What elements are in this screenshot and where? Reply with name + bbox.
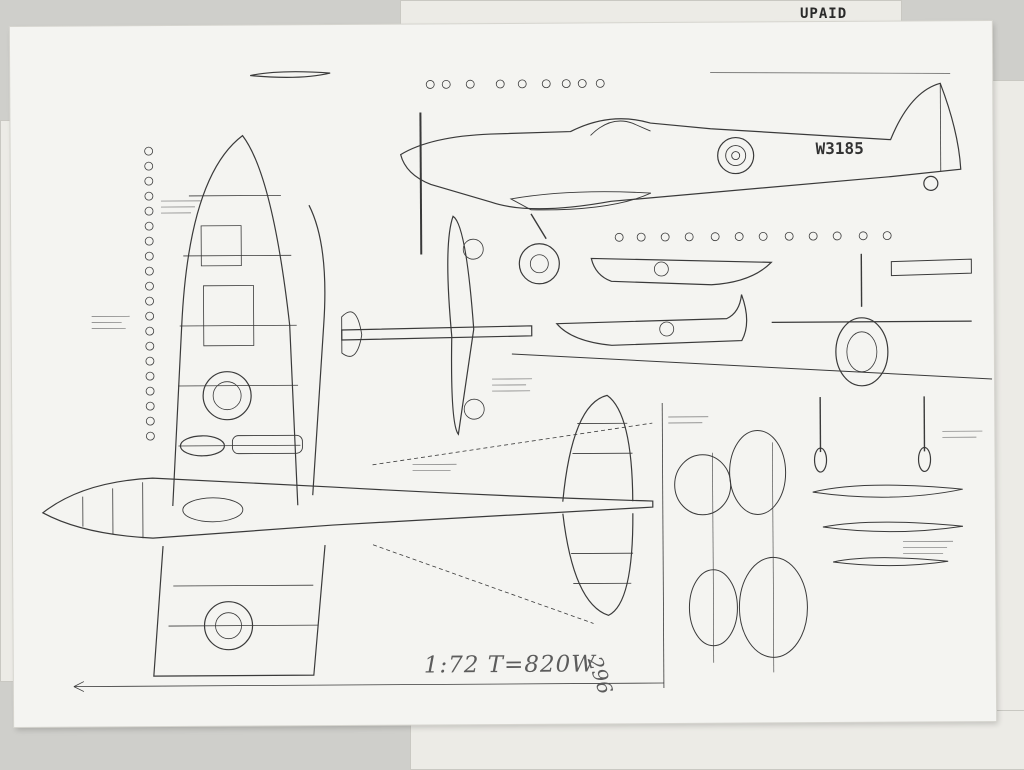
left-station-column	[145, 147, 155, 440]
small-plan-view-aircraft	[341, 216, 532, 435]
plan-view-tailplane	[562, 395, 633, 615]
plan-view-lower-wing	[153, 545, 326, 676]
background-label: UPAID	[800, 6, 847, 22]
airfoil-section	[250, 71, 330, 77]
plan-view-wing	[171, 135, 327, 506]
airfoil-sections	[811, 259, 973, 566]
handwritten-scale-note: 1:72 T=820W	[424, 651, 596, 678]
plan-view-fuselage	[43, 475, 653, 539]
front-view-aircraft	[511, 253, 992, 474]
blueprint-sheet: W3185 1:72 T=820W 296	[10, 21, 996, 727]
annotation-marks	[91, 196, 983, 558]
dimension-line	[72, 403, 664, 692]
cross-sections	[674, 430, 807, 673]
aircraft-plan-drawing	[10, 21, 996, 727]
station-markers	[426, 78, 891, 243]
side-view-aircraft	[400, 71, 961, 284]
small-side-views	[556, 257, 772, 345]
aircraft-serial-marking: W3185	[816, 139, 864, 158]
